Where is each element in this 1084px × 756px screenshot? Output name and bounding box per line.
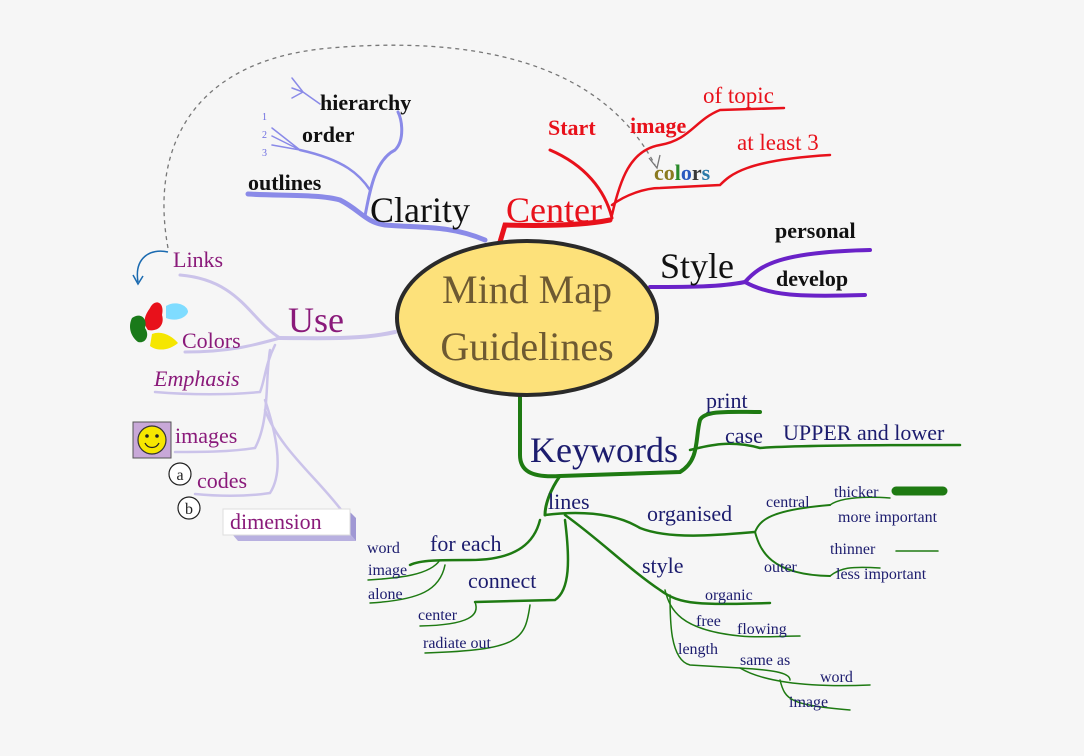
kw-outer: outer (764, 559, 798, 576)
kw-case: case (725, 423, 763, 448)
style-develop: develop (776, 266, 848, 291)
kw-flowing: flowing (737, 621, 787, 638)
kw-central: central (766, 494, 810, 511)
links-arc (163, 44, 656, 249)
clarity-hierarchy: hierarchy (320, 90, 411, 115)
style-label: Style (660, 246, 734, 286)
center-of-topic: of topic (703, 83, 774, 108)
kw-more-important: more important (838, 509, 938, 526)
use-codes: codes (197, 468, 247, 493)
center-branch-label: Center (506, 190, 602, 230)
links-arc-arrowhead (648, 154, 661, 170)
use-links: Links (173, 247, 223, 272)
kw-thicker: thicker (834, 484, 879, 501)
kw-center: center (418, 607, 458, 624)
kw-radiate-out: radiate out (423, 635, 492, 652)
kw-free: free (696, 613, 721, 630)
kw-thinner: thinner (830, 541, 876, 558)
code-mark-a: a (168, 462, 192, 486)
kw-alone: alone (368, 586, 403, 603)
smiley-image-icon (132, 421, 172, 459)
kw-word2: word (820, 669, 853, 686)
kw-organised: organised (647, 501, 732, 526)
kw-case-value: UPPER and lower (783, 420, 945, 445)
use-colors: Colors (182, 328, 241, 353)
keywords-branch-lines (367, 393, 962, 711)
style-branch-lines (648, 248, 872, 298)
colors-part-s: s (702, 160, 711, 185)
colors-part-l: l (675, 160, 681, 185)
color-splash-icon (130, 302, 188, 350)
clarity-outlines: outlines (248, 170, 322, 195)
kw-image: image (368, 562, 407, 579)
center-image: image (630, 113, 686, 138)
order-number-2: 2 (262, 130, 267, 141)
svg-text:a: a (176, 467, 183, 484)
keywords-label: Keywords (530, 430, 678, 470)
kw-lines: lines (548, 489, 590, 514)
use-label: Use (288, 300, 344, 340)
colors-part-r: r (692, 160, 702, 185)
link-arrow-icon (132, 250, 169, 286)
colors-part-o: o (681, 160, 692, 185)
use-emphasis: Emphasis (153, 366, 240, 391)
keywords-labels: Keywords print case UPPER and lower line… (367, 388, 945, 711)
center-title-line2: Guidelines (440, 324, 613, 369)
order-number-1: 1 (262, 112, 267, 123)
center-ellipse (395, 239, 659, 397)
kw-for-each: for each (430, 531, 501, 556)
style-personal: personal (775, 218, 856, 243)
center-at-least-3: at least 3 (737, 130, 819, 155)
kw-connect: connect (468, 568, 536, 593)
kw-less-important: less important (836, 566, 927, 583)
center-colors-word: colors (654, 160, 711, 185)
center-start: Start (548, 115, 596, 140)
kw-length: length (678, 641, 718, 658)
dimension-box: dimension (222, 508, 356, 541)
use-images: images (175, 423, 237, 448)
clarity-label: Clarity (370, 190, 470, 230)
order-number-3: 3 (262, 148, 267, 159)
clarity-order: order (302, 122, 355, 147)
center-branch-lines (497, 106, 832, 245)
kw-same-as: same as (740, 652, 790, 669)
kw-word: word (367, 540, 400, 557)
use-branch-lines (153, 273, 397, 517)
kw-image2: image (789, 694, 828, 711)
code-mark-b: b (177, 496, 201, 520)
kw-organic: organic (705, 587, 753, 604)
colors-part-co: co (654, 160, 675, 185)
clarity-branch-lines (245, 77, 488, 243)
center-title-line1: Mind Map (442, 267, 612, 312)
svg-text:b: b (185, 501, 193, 518)
kw-print: print (706, 388, 748, 413)
use-dimension: dimension (230, 509, 322, 534)
kw-style: style (642, 553, 684, 578)
